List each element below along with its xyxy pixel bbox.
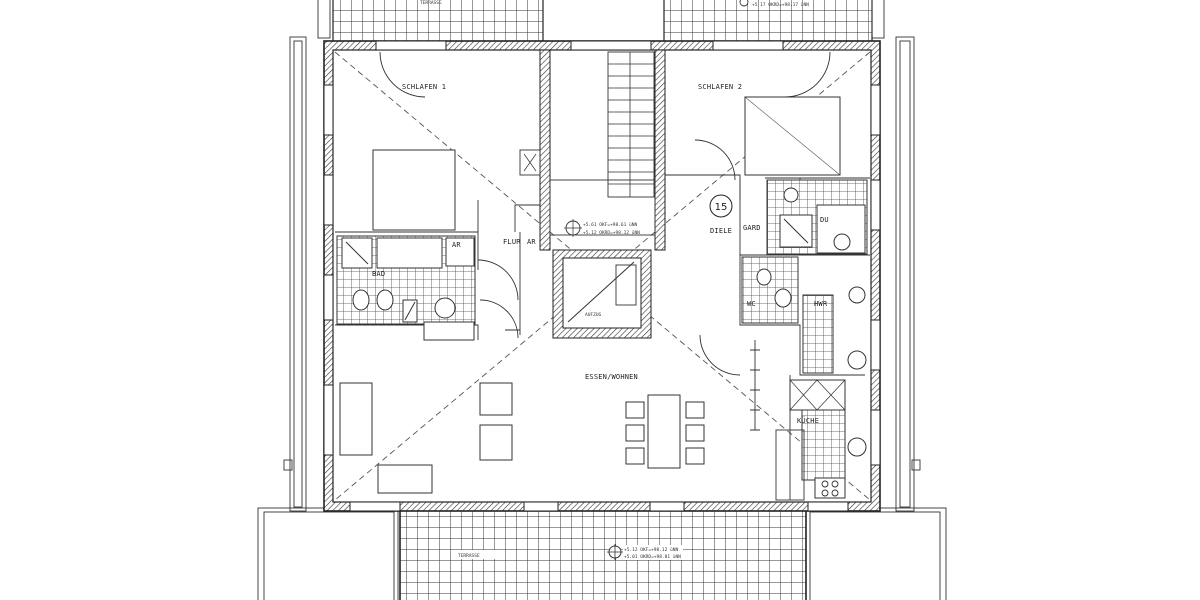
terrace-bottom: TERRASSE +5.12 OKF=+98.12 üNN +5.01 OKRD… [257,507,947,600]
elevator-label: AUFZUG [585,312,602,318]
sofa-left [339,382,373,456]
living-furniture [339,382,705,494]
room-label-entrance: DIELE [710,227,732,235]
bed-1 [372,149,456,231]
terrace-bottom-level-1: +5.12 OKF=+98.12 üNN [624,547,678,553]
bath-label: BAD [372,270,385,278]
bathtub [376,237,443,269]
room-label-hall: FLUR [503,238,521,246]
room-label-wardrobe: GARD [743,224,761,232]
room-label-kitchen: KÜCHE [797,416,819,425]
terrace-top-level: +5.17 OKRD=+98.17 üNN [752,2,809,8]
storage-label-1: AR [452,241,461,249]
room-label-bedroom2: SCHLAFEN 2 [698,83,742,91]
terrace-top-right: +5.17 OKRD=+98.17 üNN [663,0,885,44]
armchair [479,382,513,416]
armchair [479,424,513,461]
dining-table [647,394,681,469]
balcony-right [895,36,915,512]
unit-number: 15 [715,202,728,213]
room-label-bedroom1: SCHLAFEN 1 [402,83,446,91]
wet-rooms-right [741,179,868,501]
staircase [607,51,655,198]
windows [323,40,881,512]
terrace-top-left: TERRASSE [317,0,544,44]
terrace-bottom-label: TERRASSE [458,553,480,559]
room-label-living: ESSEN/WOHNEN [585,373,638,381]
core-level-1: +5.61 OKF=+98.61 üNN [583,222,637,228]
stair-core: +5.61 OKF=+98.61 üNN +5.12 OKRD=+98.12 ü… [519,49,666,339]
room-label-utility: HWR [814,300,828,308]
core-level-2: +5.12 OKRD=+98.12 üNN [583,230,640,236]
bathroom: BAD AR [336,235,476,341]
terrace-top-label: TERRASSE [420,0,442,6]
terrace-bottom-level-2: +5.01 OKRD=+98.01 üNN [624,554,681,560]
unit-number-circle [709,194,733,218]
room-label-shower: DU [820,216,829,224]
sofa-bottom [377,464,433,494]
room-label-wc: WC [747,300,756,308]
balcony-left [289,36,307,512]
room-label-storage2: AR [527,238,536,246]
roof-diagonals [334,51,871,501]
